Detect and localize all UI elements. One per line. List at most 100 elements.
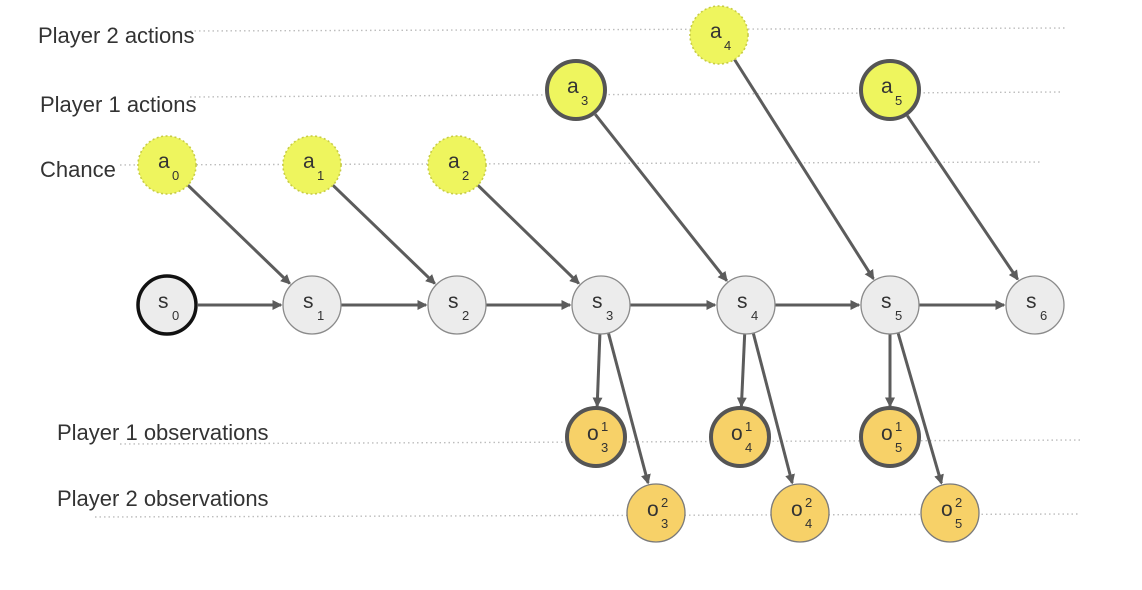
node-s4: s4	[716, 275, 776, 335]
node-main-s6: s	[1026, 290, 1037, 313]
arrow-s3-to-o1_3	[592, 333, 603, 408]
node-circle-a3	[545, 59, 607, 121]
row-label-player-1-observations: Player 1 observations	[57, 420, 269, 445]
node-sup-o1_5: 1	[895, 419, 902, 434]
node-sub-o1_4: 4	[745, 440, 752, 455]
node-main-a0: a	[158, 150, 170, 173]
arrow-a5-to-s6	[906, 114, 1019, 281]
node-sub-s4: 4	[751, 308, 758, 323]
node-sup-o1_3: 1	[601, 419, 608, 434]
node-s5: s5	[860, 275, 920, 335]
node-main-s4: s	[737, 290, 748, 313]
arrow-s4-to-o1_4	[736, 333, 747, 408]
node-sub-o1_5: 5	[895, 440, 902, 455]
node-circle-a2	[427, 135, 487, 195]
node-sub-a4: 4	[724, 38, 731, 53]
node-circle-s0	[136, 274, 198, 336]
node-sub-a3: 3	[581, 93, 588, 108]
node-circle-o2_3	[626, 483, 686, 543]
node-circle-o2_4	[770, 483, 830, 543]
node-a2: a2	[427, 135, 487, 195]
node-s6: s6	[1005, 275, 1065, 335]
node-a5: a5	[859, 59, 921, 121]
node-circle-o1_5	[859, 406, 921, 468]
guide-line-player-1-actions	[189, 91, 1061, 98]
node-circle-a5	[859, 59, 921, 121]
node-sub-a1: 1	[317, 168, 324, 183]
node-main-s3: s	[592, 290, 603, 313]
guide-line-chance	[119, 161, 1043, 166]
node-sub-s0: 0	[172, 308, 179, 323]
arrow-s4-to-o2_4	[751, 332, 795, 485]
node-main-s5: s	[881, 290, 892, 313]
node-sup-o1_4: 1	[745, 419, 752, 434]
node-sub-s5: 5	[895, 308, 902, 323]
node-main-o1_4: o	[731, 422, 743, 445]
node-circle-s3	[571, 275, 631, 335]
node-main-a2: a	[448, 150, 460, 173]
row-label-player-2-observations: Player 2 observations	[57, 486, 269, 511]
node-main-o2_3: o	[647, 498, 659, 521]
node-sub-s1: 1	[317, 308, 324, 323]
node-sub-o2_5: 5	[955, 516, 962, 531]
node-main-a5: a	[881, 75, 893, 98]
node-sub-a5: 5	[895, 93, 902, 108]
node-main-a3: a	[567, 75, 579, 98]
node-circle-s6	[1005, 275, 1065, 335]
arrow-a4-to-s5	[733, 58, 875, 281]
arrow-a1-to-s2	[331, 184, 436, 285]
node-sub-o2_3: 3	[661, 516, 668, 531]
node-a3: a3	[545, 59, 607, 121]
node-main-a1: a	[303, 150, 315, 173]
node-sub-s6: 6	[1040, 308, 1047, 323]
node-circle-o1_3	[565, 406, 627, 468]
node-a1: a1	[282, 135, 342, 195]
row-label-player-1-actions: Player 1 actions	[40, 92, 197, 117]
node-main-s1: s	[303, 290, 314, 313]
node-sup-o2_3: 2	[661, 495, 668, 510]
node-s3: s3	[571, 275, 631, 335]
node-sup-o2_4: 2	[805, 495, 812, 510]
node-circle-a0	[137, 135, 197, 195]
node-sup-o2_5: 2	[955, 495, 962, 510]
node-sub-s2: 2	[462, 308, 469, 323]
node-a4: a4	[689, 5, 749, 65]
node-main-a4: a	[710, 20, 722, 43]
node-circle-a4	[689, 5, 749, 65]
node-circle-s5	[860, 275, 920, 335]
arrow-a3-to-s4	[594, 113, 728, 282]
node-s0: s0	[136, 274, 198, 336]
guide-line-player-2-actions	[189, 27, 1066, 32]
node-main-o1_3: o	[587, 422, 599, 445]
node-main-s0: s	[158, 290, 169, 313]
node-sub-a0: 0	[172, 168, 179, 183]
node-sub-o1_3: 3	[601, 440, 608, 455]
row-label-player-2-actions: Player 2 actions	[38, 23, 195, 48]
row-label-chance: Chance	[40, 157, 116, 182]
arrow-s3-to-o2_3	[606, 332, 651, 485]
node-s2: s2	[427, 275, 487, 335]
guide-line-player-2-observations	[94, 513, 1079, 518]
node-circle-s1	[282, 275, 342, 335]
node-main-o1_5: o	[881, 422, 893, 445]
node-sub-a2: 2	[462, 168, 469, 183]
arrow-a0-to-s1	[186, 184, 291, 285]
node-circle-s2	[427, 275, 487, 335]
node-sub-s3: 3	[606, 308, 613, 323]
arrow-s5-to-o2_5	[896, 332, 944, 485]
node-main-s2: s	[448, 290, 459, 313]
arrow-a2-to-s3	[476, 184, 580, 285]
edges-layer	[186, 58, 1019, 485]
node-main-o2_4: o	[791, 498, 803, 521]
node-sub-o2_4: 4	[805, 516, 812, 531]
node-main-o2_5: o	[941, 498, 953, 521]
node-circle-o2_5	[920, 483, 980, 543]
